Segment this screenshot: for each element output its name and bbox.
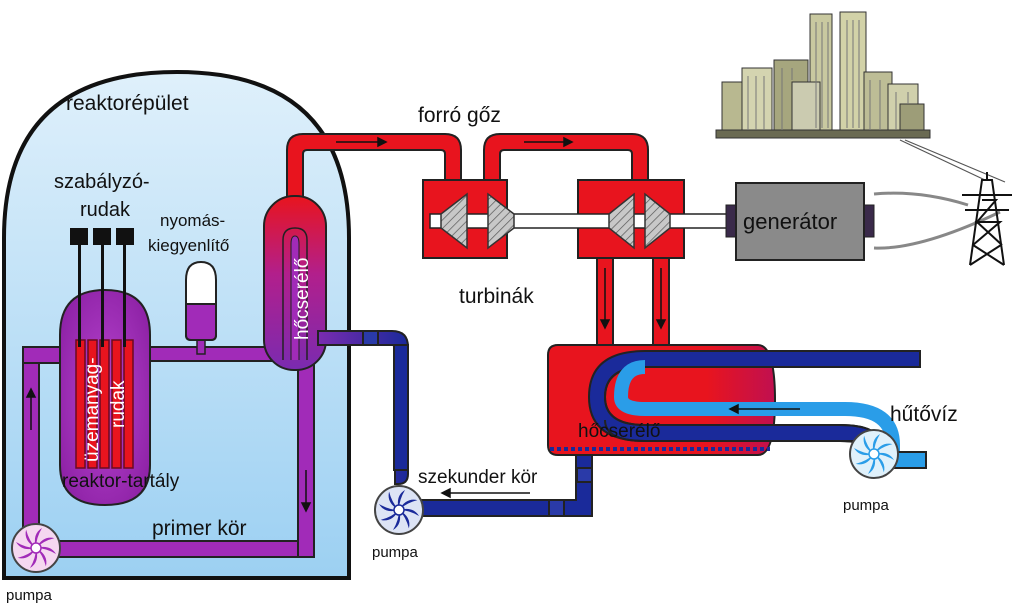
primary-pump-icon bbox=[11, 523, 61, 573]
secondary-pump-icon bbox=[374, 485, 424, 535]
label-pressurizer-1: nyomás- bbox=[160, 211, 225, 230]
pressurizer bbox=[185, 260, 217, 355]
label-fuel-rods-2: rudak bbox=[108, 380, 129, 428]
label-pressurizer-2: kiegyenlítő bbox=[148, 236, 229, 255]
label-hot-steam: forró gőz bbox=[418, 104, 501, 127]
transmission-tower-icon bbox=[962, 172, 1012, 266]
label-primary-loop: primer kör bbox=[152, 517, 247, 540]
label-condenser: hőcserélő bbox=[578, 421, 660, 442]
cooling-flow-arrows bbox=[728, 403, 800, 415]
label-pump-cooling: pumpa bbox=[843, 497, 890, 514]
generator bbox=[725, 182, 875, 261]
label-fuel-rods-1: üzemanyag- bbox=[82, 357, 103, 462]
label-pump-primary: pumpa bbox=[6, 587, 53, 604]
label-control-rods-1: szabályzó- bbox=[54, 171, 150, 193]
turbine-blades bbox=[440, 192, 671, 250]
primary-flow-arrows bbox=[25, 387, 312, 513]
secondary-flow-arrows bbox=[440, 487, 530, 499]
label-pump-secondary: pumpa bbox=[372, 544, 419, 561]
city-skyline-icon bbox=[715, 11, 931, 139]
turbine-shaft bbox=[429, 213, 733, 229]
cooling-pump-icon bbox=[849, 429, 899, 479]
cooling-water-pipes bbox=[587, 350, 927, 469]
secondary-loop-pipes bbox=[317, 330, 593, 517]
label-reactor-vessel: reaktor-tartály bbox=[62, 471, 180, 492]
control-rods bbox=[70, 228, 134, 347]
steam-flow-arrows bbox=[336, 136, 667, 330]
label-generator: generátor bbox=[743, 209, 837, 234]
label-secondary-loop: szekunder kör bbox=[418, 467, 538, 488]
label-cooling-water: hűtővíz bbox=[890, 403, 958, 426]
label-control-rods-2: rudak bbox=[80, 199, 131, 221]
fuel-rods bbox=[75, 339, 134, 469]
power-wires bbox=[873, 191, 1001, 250]
power-wires-thin bbox=[899, 139, 1006, 183]
label-reactor-building: reaktorépület bbox=[66, 92, 189, 115]
label-steam-generator: hőcserélő bbox=[292, 258, 313, 340]
steam-generator bbox=[263, 195, 327, 371]
label-turbines: turbinák bbox=[459, 285, 534, 308]
